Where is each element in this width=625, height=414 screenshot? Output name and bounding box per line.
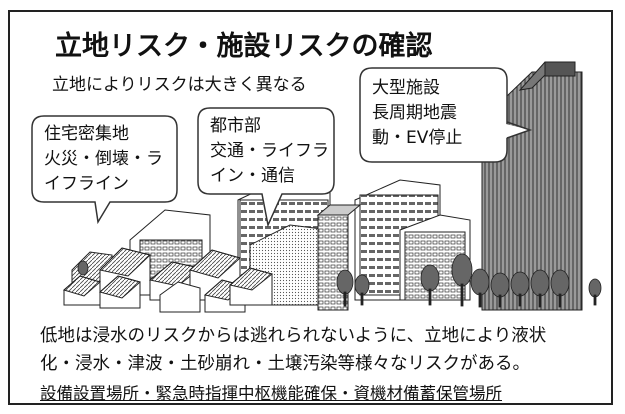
bubble-urban (197, 107, 335, 228)
trees (77, 253, 602, 308)
description: 低地は浸水のリスクからは逃れられないように、立地により液状 化・浸水・津波・土砂… (40, 322, 605, 378)
bubble-urban-text: 都市部 交通・ライフラ イン・通信 (210, 114, 329, 189)
bubble-large-text: 大型施設 長周期地震 動・EV停止 (372, 76, 462, 151)
office-buildings (354, 179, 471, 301)
residential-houses (62, 209, 274, 313)
slide-subtitle: 立地によりリスクは大きく異なる (52, 75, 307, 95)
bubble-urban-line2: 交通・ライフラ (210, 141, 329, 161)
bubble-large-line2: 長周期地震 (372, 103, 457, 123)
bubble-residential (31, 115, 178, 225)
slide-title: 立地リスク・施設リスクの確認 (55, 31, 433, 62)
bubble-residential-line2: 火災・倒壊・ラ (44, 149, 163, 169)
description-line1: 低地は浸水のリスクからは逃れられないように、立地により液状 (40, 326, 547, 346)
bubble-residential-line3: イフライン (44, 174, 129, 194)
bubble-urban-line1: 都市部 (210, 116, 261, 136)
urban-buildings (237, 179, 362, 311)
footer-note: 設備設置場所・緊急時指揮中枢機能確保・資機材備蓄保管場所 (40, 384, 502, 403)
bubble-large (359, 67, 533, 163)
bubble-large-line3: 動・EV停止 (372, 128, 463, 148)
bubble-large-line1: 大型施設 (372, 78, 440, 98)
bubble-residential-line1: 住宅密集地 (44, 124, 129, 144)
description-line2: 化・浸水・津波・土砂崩れ・土壌汚染等様々なリスクがある。 (40, 354, 530, 374)
bubble-urban-line3: イン・通信 (210, 166, 295, 186)
bubble-residential-text: 住宅密集地 火災・倒壊・ラ イフライン (44, 122, 163, 197)
